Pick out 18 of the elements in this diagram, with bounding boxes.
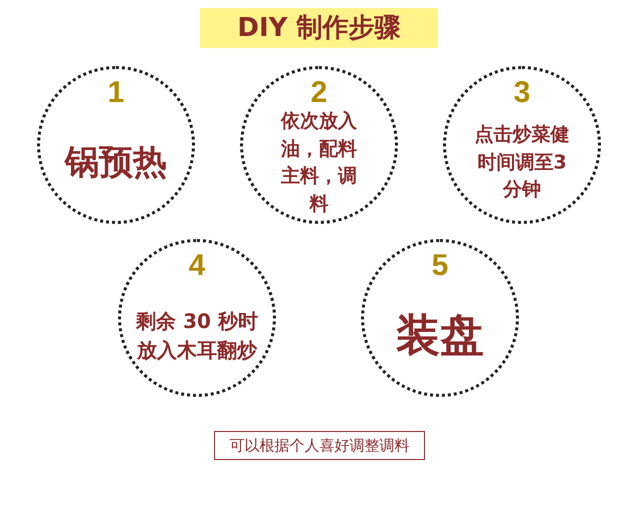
step-number: 1 bbox=[108, 77, 124, 109]
step-number: 3 bbox=[514, 77, 530, 109]
step-number: 2 bbox=[310, 77, 328, 109]
step-number: 5 bbox=[432, 250, 448, 282]
step-text: 锅预热 bbox=[63, 142, 168, 185]
step-text: 装盘 bbox=[395, 309, 485, 364]
step-number: 4 bbox=[188, 250, 206, 282]
step-text: 剩余 30 秒时放入木耳翻炒 bbox=[134, 308, 259, 364]
note-text: 可以根据个人喜好调整调料 bbox=[230, 436, 410, 455]
note-box bbox=[214, 431, 425, 460]
step-text: 依次放入油，配料主料，调料 bbox=[280, 109, 358, 217]
step-text: 点击炒菜健时间调至3 分钟 bbox=[474, 122, 570, 203]
title-banner: DIY 制作步骤 bbox=[200, 8, 438, 48]
step-circle bbox=[37, 66, 195, 224]
step-circle bbox=[240, 66, 398, 224]
step-circle bbox=[118, 239, 276, 397]
step-circle bbox=[443, 66, 601, 224]
step-circle bbox=[361, 239, 519, 397]
